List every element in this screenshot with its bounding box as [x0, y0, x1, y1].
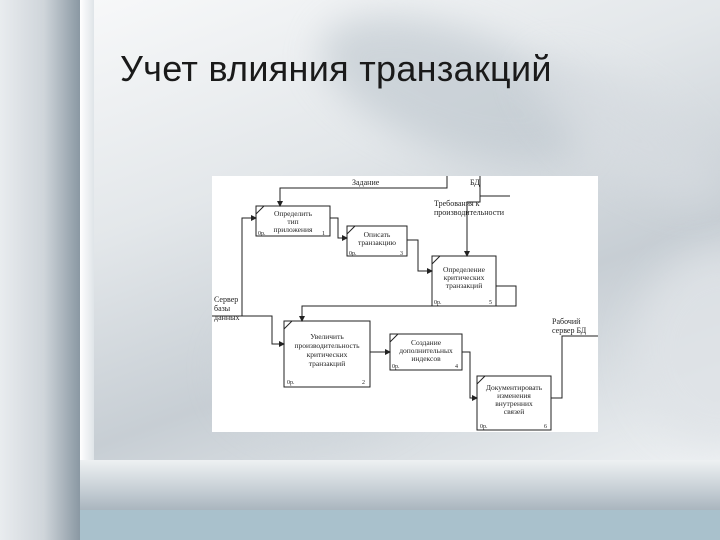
- box-5-cost: 0р.: [434, 300, 442, 306]
- box-2-line2: производительность: [294, 341, 360, 350]
- label-left-1: Сервер: [214, 295, 238, 304]
- slide-title: Учет влияния транзакций: [120, 48, 552, 89]
- box-1-cost: 0р.: [258, 231, 266, 237]
- label-left-3: данных: [214, 313, 240, 322]
- box-6-line2: изменения: [497, 391, 531, 400]
- box-4-cost: 0р.: [392, 364, 400, 370]
- box-2: [283, 320, 371, 388]
- box-6: [476, 375, 552, 431]
- box-6-line4: связей: [504, 407, 525, 416]
- box-6-line3: внутренних: [495, 399, 533, 408]
- label-left-2: базы: [214, 304, 231, 313]
- box-3-num: 3: [400, 251, 403, 257]
- label-right-2: сервер БД: [552, 326, 587, 335]
- box-1-num: 1: [322, 231, 325, 237]
- box-1-line2: тип: [287, 217, 298, 226]
- diagram-svg: Задание БД Требования к производительнос…: [212, 176, 598, 431]
- box-4-line1: Создание: [411, 338, 442, 347]
- box-6-line1: Документировать: [486, 383, 543, 392]
- box-4-line2: дополнительных: [399, 346, 453, 355]
- box-3-line1: Описать: [364, 230, 391, 239]
- box-1-line3: приложения: [274, 225, 314, 234]
- label-zadanie: Задание: [352, 178, 380, 187]
- box-2-cost: 0р.: [287, 380, 295, 386]
- box-5-line1: Определение: [443, 265, 486, 274]
- label-bd: БД: [470, 178, 480, 187]
- box-5-num: 5: [489, 300, 492, 306]
- box-1-line1: Определить: [274, 209, 313, 218]
- box-5-line3: транзакций: [446, 281, 482, 290]
- box-2-num: 2: [362, 380, 365, 386]
- box-2-line4: транзакций: [309, 359, 345, 368]
- box-6-cost: 0р.: [480, 424, 488, 430]
- box-3-cost: 0р.: [349, 251, 357, 257]
- box-4-num: 4: [455, 364, 458, 370]
- box-6-num: 6: [544, 424, 547, 430]
- bottom-decor-teal: [80, 510, 720, 540]
- idef0-diagram: Задание БД Требования к производительнос…: [212, 176, 598, 432]
- box-4-line3: индексов: [411, 354, 441, 363]
- label-requirements-1: Требования к: [434, 199, 480, 208]
- box-2-line3: критических: [307, 350, 348, 359]
- label-requirements-2: производительности: [434, 208, 505, 217]
- box-5-line2: критических: [444, 273, 485, 282]
- left-decor-strip: [0, 0, 80, 540]
- box-2-line1: Увеличить: [310, 332, 344, 341]
- label-right-1: Рабочий: [552, 317, 581, 326]
- box-3: [346, 225, 408, 257]
- box-3-line2: транзакцию: [358, 238, 396, 247]
- left-decor-edge: [80, 0, 94, 540]
- box-1: [255, 205, 331, 237]
